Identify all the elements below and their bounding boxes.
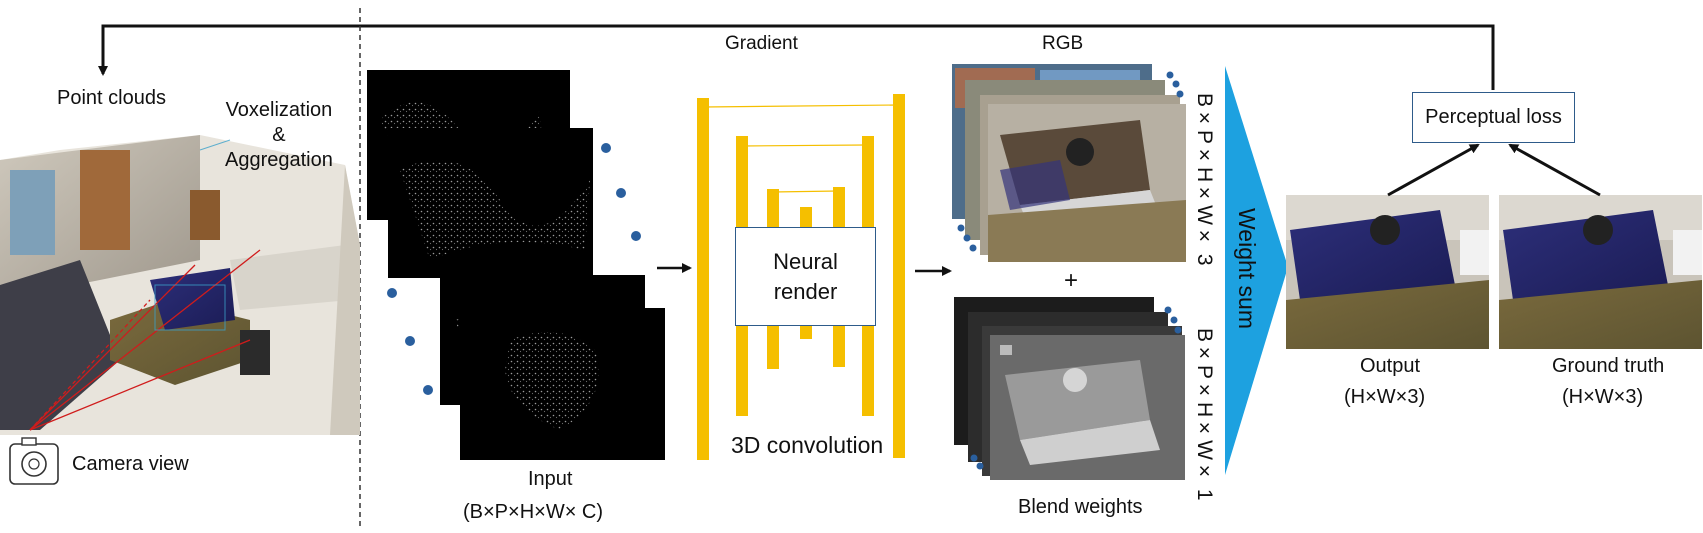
neural-render-box: Neural render bbox=[735, 227, 876, 326]
gt-shape-label: (H×W×3) bbox=[1562, 386, 1644, 408]
point-cloud-scene bbox=[0, 135, 360, 435]
conv3d-label: 3D convolution bbox=[731, 432, 884, 458]
plus-label: + bbox=[1064, 267, 1079, 294]
rgb-stack bbox=[952, 64, 1186, 262]
output-image bbox=[1286, 195, 1489, 349]
weight-sum-label: Weight sum bbox=[1234, 208, 1260, 330]
feedback-loop-arrow bbox=[98, 24, 1495, 90]
ellipsis-dot bbox=[423, 385, 433, 395]
stack-dot bbox=[969, 244, 977, 252]
stack-dot bbox=[1174, 326, 1182, 334]
gradient-label: Gradient bbox=[725, 33, 798, 54]
input-feature-stack bbox=[367, 70, 665, 460]
stack-dot bbox=[1166, 71, 1174, 79]
ellipsis-dot bbox=[601, 143, 611, 153]
stack-dot bbox=[1172, 80, 1180, 88]
perceptual-loss-box: Perceptual loss bbox=[1412, 92, 1575, 143]
camera-view-label: Camera view bbox=[72, 453, 189, 475]
neural-render-label: Neural render bbox=[773, 248, 838, 304]
voxelization-label: Voxelization & Aggregation bbox=[225, 99, 333, 171]
ellipsis-dot bbox=[387, 288, 397, 298]
ellipsis-dot bbox=[616, 188, 626, 198]
stack-dot bbox=[1176, 90, 1184, 98]
input-label: Input bbox=[528, 468, 573, 490]
blend-weights-stack bbox=[954, 297, 1185, 480]
ground-truth-image bbox=[1499, 195, 1702, 349]
blend-weights-label: Blend weights bbox=[1018, 496, 1143, 518]
camera-icon bbox=[9, 437, 59, 485]
stack-dot bbox=[957, 224, 965, 232]
output-label: Output bbox=[1360, 355, 1421, 377]
arrow-output-to-loss bbox=[1387, 143, 1480, 197]
output-shape-label: (H×W×3) bbox=[1344, 386, 1426, 408]
stack-dot bbox=[970, 454, 978, 462]
blend-shape-label: B×P×H×W× 1 bbox=[1193, 328, 1216, 501]
point-clouds-label: Point clouds bbox=[57, 87, 166, 109]
stack-dot bbox=[976, 462, 984, 470]
input-shape-label: (B×P×H×W× C) bbox=[463, 501, 604, 523]
rgb-label: RGB bbox=[1042, 33, 1084, 54]
ellipsis-dot bbox=[405, 336, 415, 346]
ground-truth-label: Ground truth bbox=[1552, 355, 1665, 377]
arrow-gt-to-loss bbox=[1508, 143, 1601, 197]
perceptual-loss-label: Perceptual loss bbox=[1425, 106, 1562, 128]
rgb-shape-label: B×P×H×W× 3 bbox=[1193, 93, 1216, 266]
ellipsis-dot bbox=[631, 231, 641, 241]
weight-sum-triangle bbox=[1225, 66, 1288, 475]
stack-dot bbox=[1170, 316, 1178, 324]
stack-dot bbox=[1164, 306, 1172, 314]
stack-dot bbox=[963, 234, 971, 242]
